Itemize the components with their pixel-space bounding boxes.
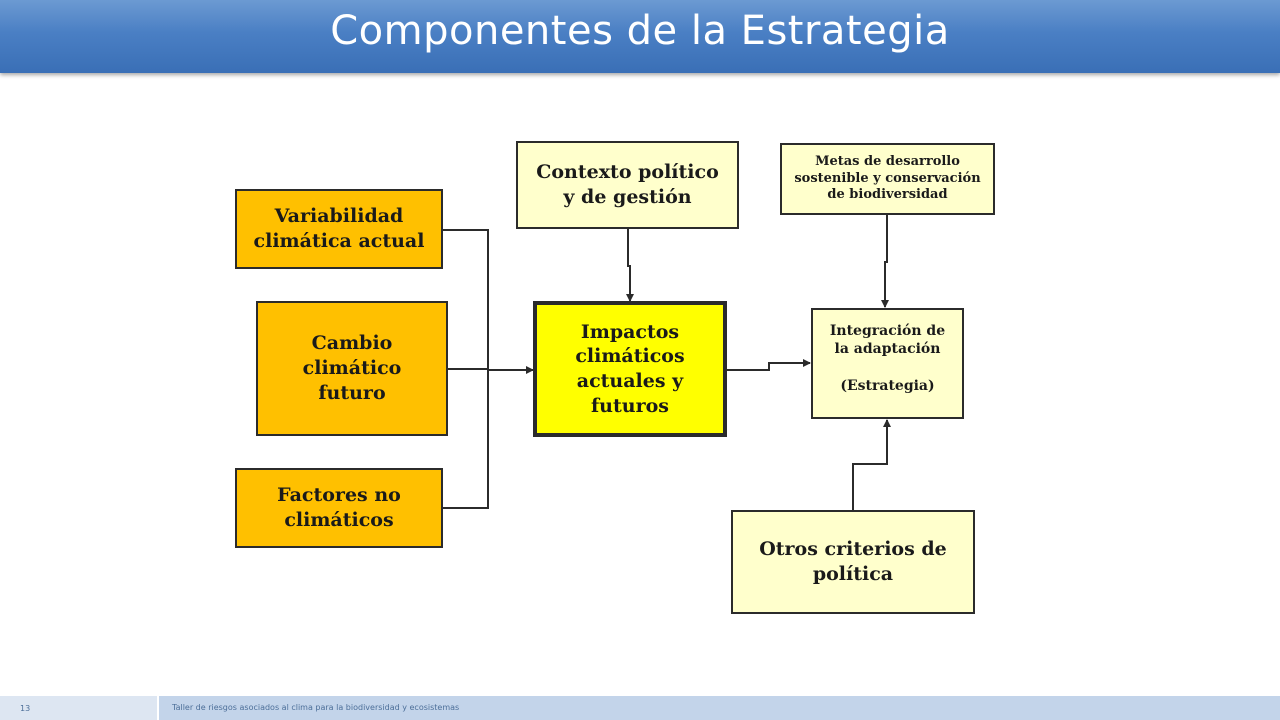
arrow-impactos-to-integracion	[726, 359, 811, 371]
box-factores-no-climaticos: Factores no climáticos	[235, 468, 443, 548]
connector-variabilidad	[442, 229, 489, 369]
box-cambio-climatico: Cambio climático futuro	[256, 301, 448, 436]
box-impactos-climaticos: Impactos climáticos actuales y futuros	[533, 301, 727, 437]
slide-title: Componentes de la Estrategia	[330, 8, 950, 54]
box-contexto-politico: Contexto político y de gestión	[516, 141, 739, 229]
title-bar: Componentes de la Estrategia	[0, 0, 1280, 73]
footer-left-band	[0, 696, 157, 720]
arrow-otros-to-integracion	[852, 419, 891, 510]
arrow-to-impactos	[487, 366, 534, 374]
box-integracion-adaptacion: Integración de la adaptación (Estrategia…	[811, 308, 964, 419]
box-otros-criterios: Otros criterios de política	[731, 510, 975, 614]
connector-factores	[442, 369, 489, 509]
page-number: 13	[20, 704, 31, 713]
box-metas-desarrollo: Metas de desarrollo sostenible y conserv…	[780, 143, 995, 215]
arrow-contexto-to-impactos	[626, 229, 634, 302]
footer-text: Taller de riesgos asociados al clima par…	[172, 703, 460, 712]
footer-right-band	[159, 696, 1280, 720]
arrow-metas-to-integracion	[881, 215, 889, 308]
box-variabilidad-climatica: Variabilidad climática actual	[235, 189, 443, 269]
